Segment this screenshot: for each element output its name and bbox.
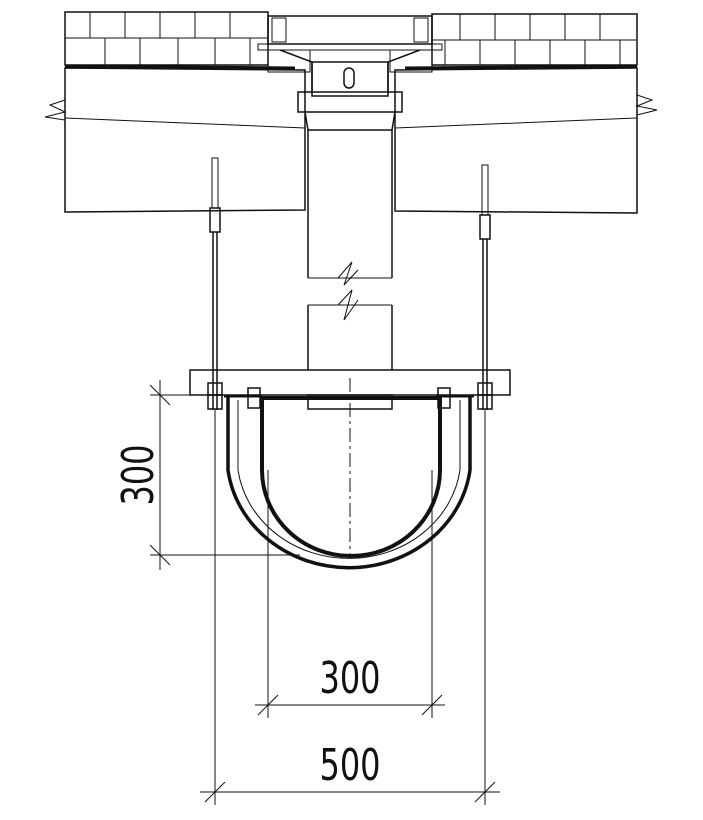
inner-width-dimension-label: 300 [319,653,380,704]
drainage-channel [224,378,474,570]
outer-width-dimension-label: 500 [319,740,380,791]
depth-dimension-label: 300 [113,444,164,505]
floor-tiles [64,11,638,70]
channel-fill [260,396,442,558]
drain-slot-icon [343,67,355,89]
hanger-rods [209,157,491,410]
drain-pipe [307,130,393,410]
floor-drain [257,15,443,131]
dimension-lines [149,380,500,805]
concrete-slab [44,67,658,214]
mounting-plate [189,369,511,396]
